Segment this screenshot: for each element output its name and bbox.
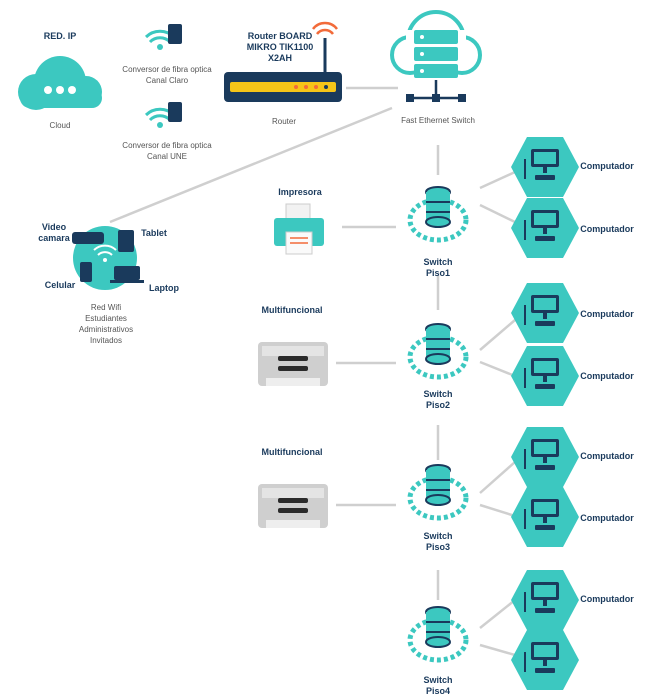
wifi-devices-icon <box>72 226 144 290</box>
computer-icon <box>511 630 579 690</box>
tablet-label: Tablet <box>141 228 167 238</box>
computer-label: Computador <box>580 161 634 171</box>
cloud-caption: Cloud <box>49 121 71 130</box>
router-icon <box>224 21 342 102</box>
computer-label: Computador <box>580 309 634 319</box>
switch-piso4-icon <box>407 606 469 663</box>
connections <box>109 86 516 657</box>
fiber-converter-icon <box>144 102 182 128</box>
fiber-converter-icon <box>144 24 182 50</box>
fast-ethernet-switch-icon <box>390 10 482 102</box>
computer-icon <box>511 137 579 197</box>
cloud-icon <box>18 56 102 110</box>
computer-label: Computador <box>580 371 634 381</box>
cloud-title: RED. IP <box>43 31 77 41</box>
switch-piso1-icon <box>407 186 469 243</box>
computer-label: Computador <box>580 513 634 523</box>
printer-label: Impresora <box>278 187 322 197</box>
fast-switch-caption: Fast Ethernet Switch <box>401 116 475 125</box>
multifunction-printer-icon <box>258 342 328 386</box>
printer-icon <box>274 203 324 255</box>
computer-icon <box>511 487 579 547</box>
computer-label: Computador <box>580 451 634 461</box>
video-camara-label: Video camara <box>38 222 70 243</box>
computer-icon <box>511 346 579 406</box>
switch-piso3-icon <box>407 464 469 521</box>
wifi-caption: Red Wifi Estudiantes Administrativos Inv… <box>78 303 134 345</box>
computer-icon <box>511 570 579 630</box>
computer-icon <box>511 198 579 258</box>
laptop-label: Laptop <box>149 283 179 293</box>
router-caption: Router <box>271 117 296 126</box>
multifunction-label: Multifuncional <box>261 305 323 315</box>
computer-icon <box>511 283 579 343</box>
multifunction-printer-icon <box>258 484 328 528</box>
switch-piso2-icon <box>407 323 469 380</box>
celular-label: Celular <box>44 280 76 290</box>
computer-label: Computador <box>580 224 634 234</box>
computer-label: Computador <box>580 594 634 604</box>
computer-icon <box>511 427 579 487</box>
multifunction-label: Multifuncional <box>261 447 323 457</box>
